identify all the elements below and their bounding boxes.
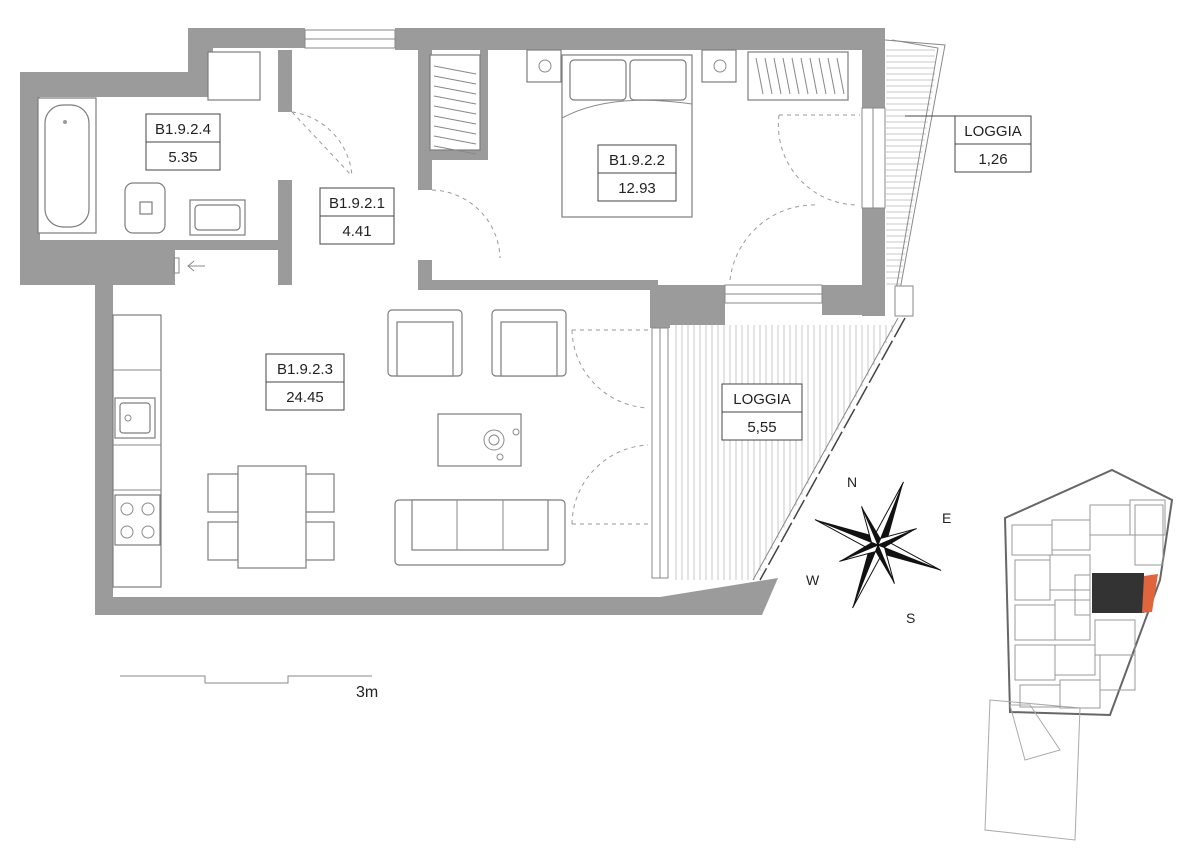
hall-wardrobe [429, 54, 481, 155]
room-label-b1-9-2-1: B1.9.2.1 4.41 [319, 187, 395, 245]
room-id: B1.9.2.1 [329, 195, 385, 212]
room-id: B1.9.2.4 [155, 121, 211, 138]
entrance-arrow-icon [173, 257, 205, 274]
room-area: 4.41 [342, 223, 371, 240]
scale-label: 3m [356, 684, 378, 701]
toilet [124, 182, 166, 234]
bedroom-wardrobe [747, 51, 849, 101]
room-label-b1-9-2-2: B1.9.2.2 12.93 [597, 144, 677, 202]
cooktop [114, 494, 161, 546]
washbasin [189, 199, 246, 236]
compass-n: N [847, 474, 857, 490]
nightstand-left [526, 49, 562, 83]
nightstand-right [701, 49, 737, 83]
sofa [394, 499, 566, 566]
building-key-plan [984, 468, 1174, 841]
room-area: 24.45 [286, 389, 324, 406]
room-area: 5.35 [168, 149, 197, 166]
kitchen-sink [114, 397, 156, 439]
room-label-loggia-small: LOGGIA 1,26 [905, 115, 1032, 173]
door-swings [291, 111, 860, 525]
dining-table [207, 465, 335, 569]
keyplan-loggia-highlight [1142, 574, 1158, 613]
compass-rose: N E S W [806, 474, 951, 626]
coffee-table [437, 413, 522, 467]
room-id: LOGGIA [964, 123, 1022, 140]
scale-bar: 3m [120, 675, 378, 701]
room-id: B1.9.2.2 [609, 152, 665, 169]
compass-s: S [906, 610, 915, 626]
room-area: 12.93 [618, 180, 656, 197]
room-area: 1,26 [978, 151, 1007, 168]
room-area: 5,55 [747, 419, 776, 436]
bathtub [37, 97, 97, 234]
windows [304, 29, 946, 581]
compass-w: W [806, 572, 820, 588]
room-id: LOGGIA [733, 391, 791, 408]
washing-machine [207, 51, 261, 101]
room-label-loggia-main: LOGGIA 5,55 [721, 383, 803, 441]
loggia-deck-small [886, 49, 935, 285]
armchair-right [491, 309, 567, 377]
room-label-b1-9-2-3: B1.9.2.3 24.45 [265, 353, 345, 411]
room-label-b1-9-2-4: B1.9.2.4 5.35 [145, 113, 221, 171]
keyplan-unit-highlight [1092, 573, 1144, 613]
kitchen-counter [112, 314, 162, 588]
armchair-left [387, 309, 463, 377]
room-id: B1.9.2.3 [277, 361, 333, 378]
compass-e: E [942, 510, 951, 526]
